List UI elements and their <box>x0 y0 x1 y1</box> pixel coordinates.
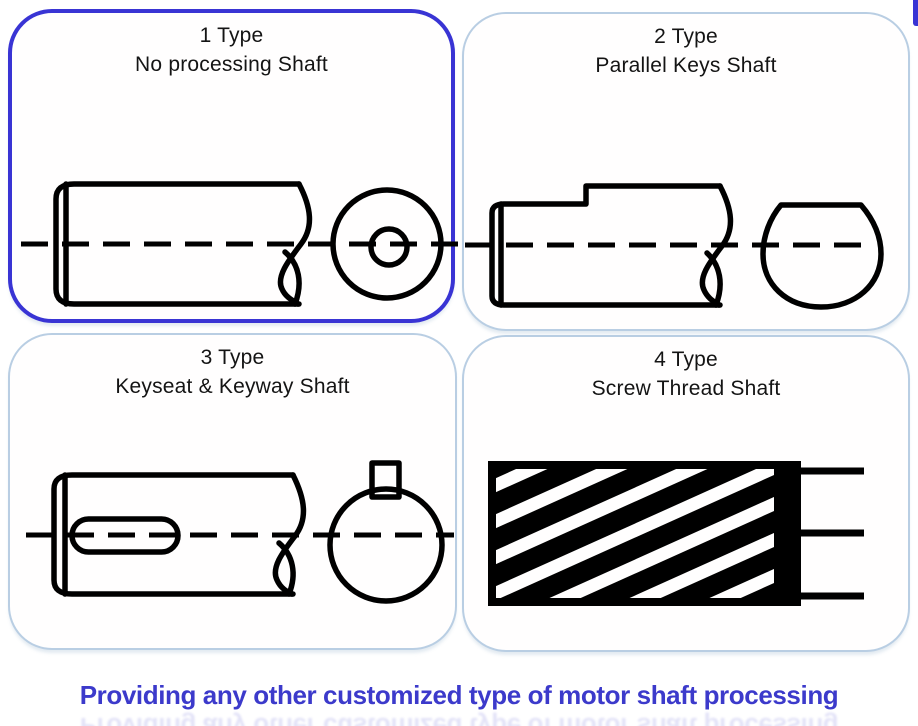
panel-4-title-line2: Screw Thread Shaft <box>591 377 781 400</box>
panel-3-title: 3 Type Keyseat & Keyway Shaft <box>10 343 455 401</box>
panel-1-title-line2: No processing Shaft <box>135 53 328 76</box>
bottom-caption-reflection: Providing any other customized type of m… <box>0 711 918 726</box>
bottom-caption: Providing any other customized type of m… <box>79 680 839 710</box>
no-processing-shaft-drawing <box>21 181 458 307</box>
panel-2-title-line1: 2 Type <box>654 25 718 48</box>
cropped-border-fragment <box>913 0 918 26</box>
panel-3-title-line2: Keyseat & Keyway Shaft <box>115 375 350 398</box>
thread-hatching <box>494 463 795 604</box>
panel-3-title-line1: 3 Type <box>200 346 265 369</box>
panel-4-title: 4 Type Screw Thread Shaft <box>464 345 908 403</box>
panel-2-title: 2 Type Parallel Keys Shaft <box>464 22 908 80</box>
parallel-keys-shaft-drawing <box>465 183 884 310</box>
panel-type-4: 4 Type Screw Thread Shaft <box>462 335 910 652</box>
panel-type-2: 2 Type Parallel Keys Shaft <box>462 12 910 331</box>
panel-1-title: 1 Type No processing Shaft <box>12 21 451 79</box>
screw-thread-shaft-drawing <box>488 461 864 606</box>
panel-1-title-line1: 1 Type <box>199 24 264 47</box>
panel-type-1: 1 Type No processing Shaft <box>8 9 458 323</box>
keyseat-keyway-shaft-drawing <box>26 460 454 604</box>
panel-type-3: 3 Type Keyseat & Keyway Shaft <box>8 333 457 650</box>
panel-4-title-line1: 4 Type <box>654 348 718 371</box>
panel-2-title-line2: Parallel Keys Shaft <box>595 54 777 77</box>
